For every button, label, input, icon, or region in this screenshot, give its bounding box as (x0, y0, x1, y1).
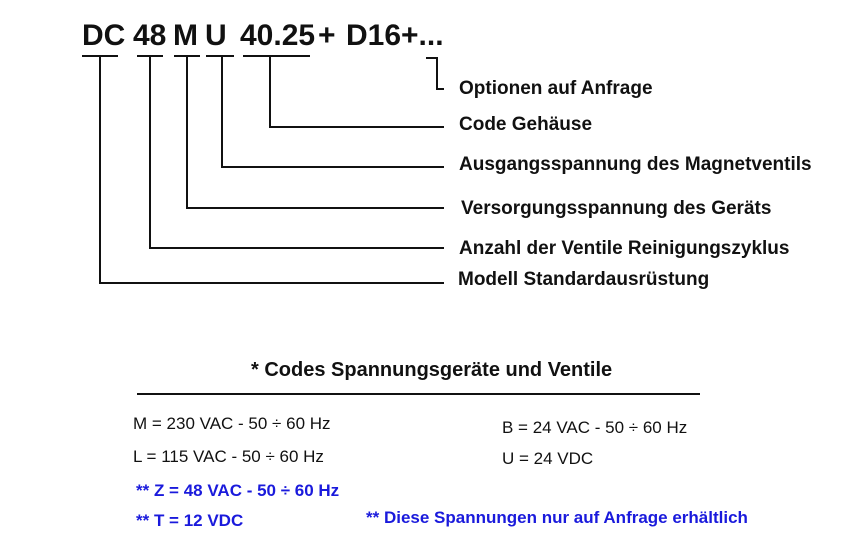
leader-ausgang (221, 56, 444, 168)
code-u: U (205, 19, 227, 52)
legend-modell: Modell Standardausrüstung (458, 269, 710, 290)
legend-versorgungsspannung: Versorgungsspannung des Geräts (461, 198, 772, 219)
legend-code-gehaeuse: Code Gehäuse (459, 114, 593, 135)
voltage-l: L = 115 VAC - 50 ÷ 60 Hz (133, 447, 324, 466)
voltage-b: B = 24 VAC - 50 ÷ 60 Hz (502, 418, 688, 437)
voltage-section-title: * Codes Spannungsgeräte und Ventile (251, 359, 613, 381)
leader-optionen (426, 57, 444, 90)
voltage-z-on-request: ** Z = 48 VAC - 50 ÷ 60 Hz (136, 481, 340, 500)
code-dc: DC (82, 19, 126, 52)
on-request-note: ** Diese Spannungen nur auf Anfrage erhä… (366, 508, 748, 527)
section-divider (137, 393, 700, 395)
leader-anzahl (149, 56, 444, 249)
leader-modell (99, 56, 444, 284)
legend-anzahl-ventile: Anzahl der Ventile Reinigungszyklus (459, 238, 790, 259)
voltage-m: M = 230 VAC - 50 ÷ 60 Hz (133, 414, 331, 433)
code-4025: 40.25 (240, 19, 316, 52)
code-m: M (173, 19, 198, 52)
voltage-u: U = 24 VDC (502, 449, 594, 468)
code-48: 48 (133, 19, 167, 52)
legend-optionen: Optionen auf Anfrage (459, 78, 653, 99)
legend-ausgangsspannung: Ausgangsspannung des Magnetventils (459, 154, 812, 175)
leader-versorgung (186, 56, 444, 209)
code-plus: + (318, 19, 336, 52)
voltage-t-on-request: ** T = 12 VDC (136, 511, 244, 530)
code-d16: D16+... (346, 19, 444, 52)
leader-gehaeuse (269, 56, 444, 128)
